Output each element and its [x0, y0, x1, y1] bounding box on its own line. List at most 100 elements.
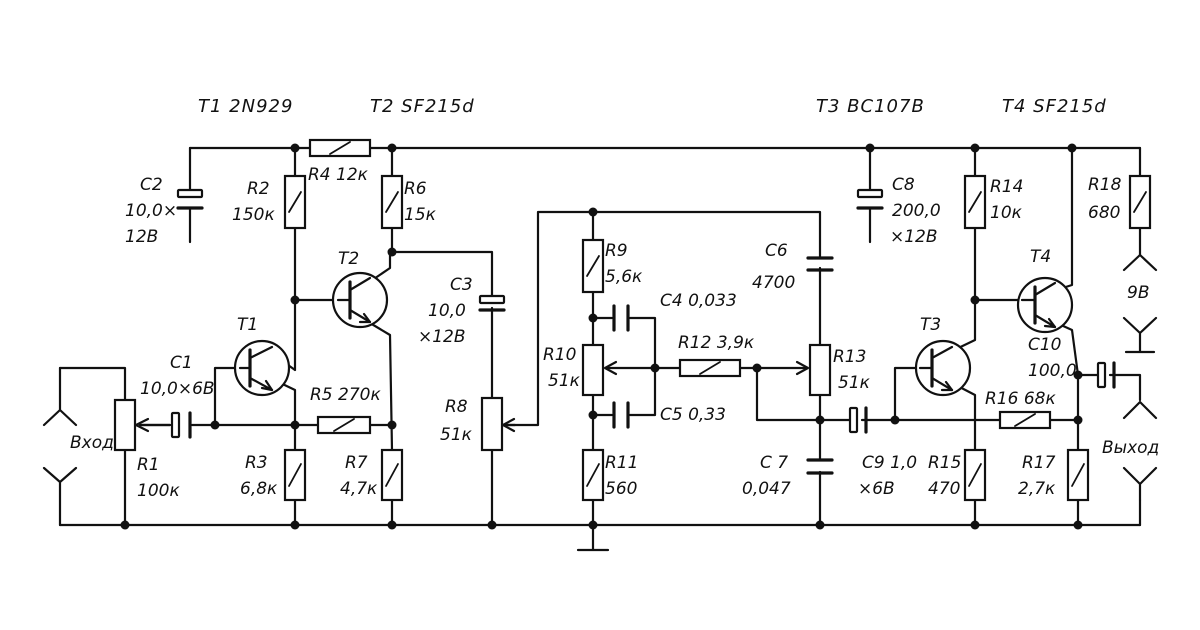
label-c2-value: 10,0× [125, 201, 177, 221]
label-r2-value: 150к [232, 205, 275, 225]
label-r1-name: R1 [137, 455, 160, 475]
label-r12: R12 3,9к [678, 333, 755, 353]
label-c9-value: ×6B [858, 479, 895, 499]
header-t4: T4 SF215d [1002, 96, 1107, 117]
label-t3: T3 [920, 315, 941, 335]
label-c5: C5 0,33 [660, 405, 726, 425]
capacitor-c10 [1096, 361, 1116, 389]
capacitor-c1 [170, 411, 192, 439]
label-c7-name: C 7 [760, 453, 788, 473]
label-r9-name: R9 [605, 241, 628, 261]
label-r17-value: 2,7к [1018, 479, 1056, 499]
resistor-r5 [316, 415, 372, 435]
label-r14-value: 10к [990, 203, 1023, 223]
label-c1-value: 10,0×6B [140, 379, 215, 399]
label-c4: C4 0,033 [660, 291, 737, 311]
junctions [120, 143, 1083, 530]
supply-terminal-icon [1122, 253, 1158, 354]
capacitor-c4 [612, 304, 630, 332]
resistor-r15 [963, 448, 987, 502]
label-r5: R5 270к [310, 385, 381, 405]
label-r2-name: R2 [247, 179, 270, 199]
label-r7-name: R7 [345, 453, 368, 473]
label-t1: T1 [237, 315, 258, 335]
transistor-t4 [1016, 276, 1074, 334]
input-label: Вход [70, 433, 114, 453]
input-terminal-icon [42, 366, 127, 527]
label-r18-name: R18 [1088, 175, 1122, 195]
output-label: Выход [1102, 438, 1159, 458]
label-c2-voltage: 12B [125, 227, 158, 247]
label-c6-name: C6 [765, 241, 788, 261]
capacitor-c9 [848, 406, 868, 434]
label-c7-value: 0,047 [742, 479, 791, 499]
label-r13-value: 51к [838, 373, 871, 393]
label-r9-value: 5,6к [605, 267, 643, 287]
resistor-r17 [1066, 448, 1090, 502]
label-r13-name: R13 [833, 347, 866, 367]
transistor-t2 [331, 271, 389, 329]
capacitor-c6 [806, 256, 834, 272]
label-r16: R16 68к [985, 389, 1056, 409]
label-t4: T4 [1030, 247, 1051, 267]
label-r15-value: 470 [928, 479, 960, 499]
resistor-r16 [998, 410, 1052, 430]
label-r10-value: 51к [548, 371, 581, 391]
label-c10-value: 100,0 [1028, 361, 1077, 381]
label-r7-value: 4,7к [340, 479, 378, 499]
label-r6-name: R6 [404, 179, 427, 199]
labels: T1 2N929 T2 SF215d T3 BC107B T4 SF215d C… [70, 96, 1159, 501]
label-r4: R4 12к [308, 165, 369, 185]
resistor-r11 [581, 448, 605, 502]
label-c8-name: C8 [892, 175, 915, 195]
label-t2: T2 [338, 249, 359, 269]
label-c1-name: C1 [170, 353, 193, 373]
capacitor-c7 [806, 458, 834, 475]
capacitor-c8 [856, 188, 884, 210]
label-r11-name: R11 [605, 453, 638, 473]
resistor-r12 [678, 358, 742, 378]
label-r8-value: 51к [440, 425, 473, 445]
label-r6-value: 15к [404, 205, 437, 225]
label-r14-name: R14 [990, 177, 1023, 197]
output-terminal-icon [1122, 400, 1158, 502]
label-r11-value: 560 [605, 479, 637, 499]
label-c2-name: C2 [140, 175, 163, 195]
potentiometer-r13 [795, 343, 832, 397]
header-t3: T3 BC107B [816, 96, 925, 117]
resistor-r14 [963, 174, 987, 230]
label-c3-name: C3 [450, 275, 473, 295]
label-r17-name: R17 [1022, 453, 1056, 473]
transistor-t1 [233, 339, 291, 397]
label-r1-value: 100к [137, 481, 180, 501]
resistor-r4 [308, 138, 372, 158]
resistor-r2 [283, 174, 307, 230]
resistor-r6 [380, 174, 404, 230]
resistor-r9 [581, 238, 605, 294]
capacitor-c3 [478, 294, 506, 312]
label-r3-value: 6,8к [240, 479, 278, 499]
label-r15-name: R15 [928, 453, 961, 473]
potentiometer-r1 [113, 398, 172, 452]
resistor-r3 [283, 448, 307, 502]
header-t2: T2 SF215d [370, 96, 475, 117]
label-c10-name: C10 [1028, 335, 1062, 355]
capacitor-c5 [612, 401, 630, 429]
label-c8-voltage: ×12B [890, 227, 938, 247]
label-r8-name: R8 [445, 397, 468, 417]
potentiometer-r8 [480, 396, 517, 452]
label-c8-value: 200,0 [892, 201, 941, 221]
label-r10-name: R10 [543, 345, 576, 365]
capacitor-c2 [176, 188, 204, 210]
resistor-r18 [1128, 174, 1152, 230]
label-c9-name: C9 1,0 [862, 453, 917, 473]
label-r3-name: R3 [245, 453, 268, 473]
label-c3-value: 10,0 [428, 301, 466, 321]
header-t1: T1 2N929 [198, 96, 293, 117]
label-c3-voltage: ×12B [418, 327, 466, 347]
transistor-t3 [914, 339, 972, 397]
potentiometer-r10 [581, 343, 618, 397]
supply-label: 9B [1127, 283, 1149, 303]
